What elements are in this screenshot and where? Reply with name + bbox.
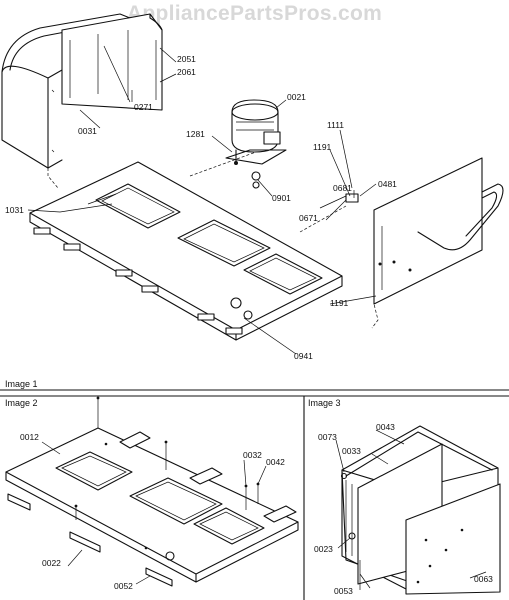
part-0073-label[interactable]: 0073 — [318, 432, 337, 442]
part-0043-label[interactable]: 0043 — [376, 422, 395, 432]
part-1191-label-a[interactable]: 1191 — [313, 142, 332, 152]
part-0021-label[interactable]: 0021 — [287, 92, 306, 102]
section-dividers — [0, 389, 509, 600]
rear-panel — [319, 157, 504, 305]
part-0681-label[interactable]: 0681 — [333, 183, 352, 193]
part-0941-label[interactable]: 0941 — [294, 351, 313, 361]
part-0032-label[interactable]: 0032 — [243, 450, 262, 460]
part-1281-label[interactable]: 1281 — [186, 129, 205, 139]
cabinet-side-detail — [340, 425, 501, 595]
part-0031-label[interactable]: 0031 — [78, 126, 97, 136]
part-1111-label[interactable]: 1111 — [327, 120, 345, 130]
base-pan — [29, 161, 343, 341]
part-0063-label[interactable]: 0063 — [474, 574, 493, 584]
part-1031-label[interactable]: 1031 — [5, 205, 24, 215]
part-1191-label-b[interactable]: 1191 — [330, 298, 349, 308]
compressor — [225, 99, 287, 189]
image2-heading: Image 2 — [5, 398, 38, 408]
part-0033-label[interactable]: 0033 — [342, 446, 361, 456]
part-0012-label[interactable]: 0012 — [20, 432, 39, 442]
part-0671-label[interactable]: 0671 — [299, 213, 318, 223]
callout-leaders-image3 — [335, 429, 487, 589]
watermark: AppliancePartsPros.com — [126, 2, 383, 25]
base-pan-detail — [5, 396, 299, 587]
image1-heading: Image 1 — [5, 379, 38, 389]
part-0053-label[interactable]: 0053 — [334, 586, 353, 596]
part-2051-label[interactable]: 2051 — [177, 54, 196, 64]
part-0022-label[interactable]: 0022 — [42, 558, 61, 568]
part-0901-label[interactable]: 0901 — [272, 193, 291, 203]
part-0052-label[interactable]: 0052 — [114, 581, 133, 591]
callout-leaders-image2 — [41, 441, 267, 585]
assembly-guides — [47, 151, 379, 329]
part-0271-label[interactable]: 0271 — [134, 102, 153, 112]
part-0023-label[interactable]: 0023 — [314, 544, 333, 554]
part-0042-label[interactable]: 0042 — [266, 457, 285, 467]
image3-heading: Image 3 — [308, 398, 341, 408]
cabinet-wrapper — [1, 13, 163, 169]
part-2061-label[interactable]: 2061 — [177, 67, 196, 77]
part-0481-label[interactable]: 0481 — [378, 179, 397, 189]
callout-leaders — [27, 45, 377, 355]
